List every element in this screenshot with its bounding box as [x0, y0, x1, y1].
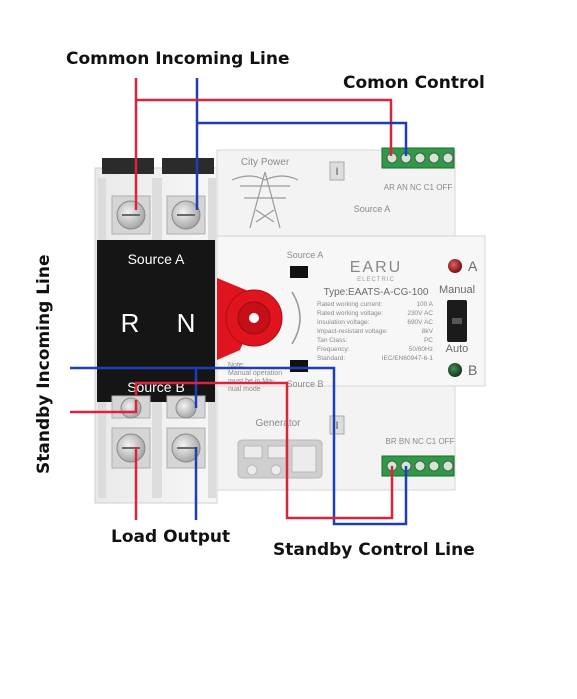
svg-text:Tan Class:: Tan Class:: [317, 337, 348, 344]
callout-common-control: Comon Control: [343, 73, 485, 93]
source-b-indicator: [290, 360, 308, 372]
terminal-labels-top: AR AN NC C1 OFF: [384, 183, 453, 192]
power-tower-icon: [231, 171, 299, 229]
svg-text:I: I: [335, 420, 338, 432]
common-control-red-wire: [136, 98, 393, 156]
svg-text:I: I: [335, 166, 338, 178]
source-a-small-label: Source A: [287, 250, 324, 260]
note-line-2: Manual operation: [228, 370, 282, 377]
source-label-block: Source A R N Source B: [97, 240, 215, 402]
switch-i-top: [329, 161, 345, 181]
svg-text:Standard:: Standard:: [317, 355, 345, 362]
city-power-label: City Power: [241, 157, 290, 168]
svg-text:Rated working current:: Rated working current:: [317, 301, 383, 308]
source-a-indicator: [290, 266, 308, 278]
led-a-icon: [448, 259, 462, 273]
common-control-blue-wire: [197, 121, 408, 156]
standby-incoming-red-wire: [70, 400, 138, 414]
note-line-4: nual mode: [228, 386, 261, 393]
lower-terminal-screws: [111, 395, 206, 469]
top-terminal-screws: [111, 195, 206, 235]
note-line-1: Note:: [228, 362, 245, 369]
city-power-module: City Power I Source A: [231, 157, 391, 229]
svg-text:Rated working voltage:: Rated working voltage:: [317, 310, 383, 317]
n-label: N: [177, 308, 196, 338]
callout-standby-incoming-line: Standby Incoming Line: [34, 254, 54, 475]
manual-label: Manual: [439, 284, 475, 296]
source-b-small-label: Source B: [286, 379, 323, 389]
brand-sub: ELECTRIC: [357, 277, 395, 283]
standby-incoming-blue-wire: [70, 366, 408, 526]
svg-text:Impact-resistant voltage:: Impact-resistant voltage:: [317, 328, 388, 335]
generator-label: Generator: [255, 418, 301, 429]
svg-text:Insulation voltage:: Insulation voltage:: [317, 319, 370, 326]
source-a-module-label: Source A: [354, 204, 391, 214]
type-label: Type:EAATS-A-CG-100: [324, 287, 429, 298]
svg-text:690V AC: 690V AC: [407, 319, 433, 326]
spec-list: Rated working current: 100 A Rated worki…: [317, 301, 434, 362]
note-line-3: must be in Ma-: [228, 378, 275, 385]
led-b-label: B: [468, 362, 477, 378]
standby-control-red-wire: [134, 381, 394, 520]
svg-text:PC: PC: [424, 337, 433, 344]
svg-text:50/60Hz: 50/60Hz: [409, 346, 433, 353]
generator-module: Generator I: [237, 415, 345, 479]
r-label: R: [121, 308, 140, 338]
callout-load-output: Load Output: [111, 527, 231, 547]
callout-standby-control-line: Standby Control Line: [273, 540, 475, 560]
svg-text:100 A: 100 A: [416, 301, 433, 308]
led-b-icon: [448, 363, 462, 377]
brand-logo: EARU: [350, 259, 402, 276]
svg-text:230V AC: 230V AC: [407, 310, 433, 317]
bottom-control-terminal: BR BN NC C1 OFF: [381, 437, 455, 477]
wires: [70, 78, 408, 526]
svg-text:IEC/EN60947-6-1: IEC/EN60947-6-1: [382, 355, 434, 362]
source-a-block-label: Source A: [128, 251, 185, 267]
rotary-handle[interactable]: [217, 278, 301, 360]
auto-label: Auto: [446, 343, 469, 355]
callout-common-incoming-line: Common Incoming Line: [66, 49, 290, 69]
terminal-labels-bottom: BR BN NC C1 OFF: [386, 437, 455, 446]
svg-text:Frequency:: Frequency:: [317, 346, 350, 353]
control-panel: Source A Source B Note: Manual operation…: [217, 250, 478, 393]
svg-text:8kV: 8kV: [422, 328, 434, 335]
generator-icon: [237, 439, 323, 479]
top-control-terminal: AR AN NC C1 OFF: [381, 147, 455, 192]
led-a-label: A: [468, 258, 478, 274]
